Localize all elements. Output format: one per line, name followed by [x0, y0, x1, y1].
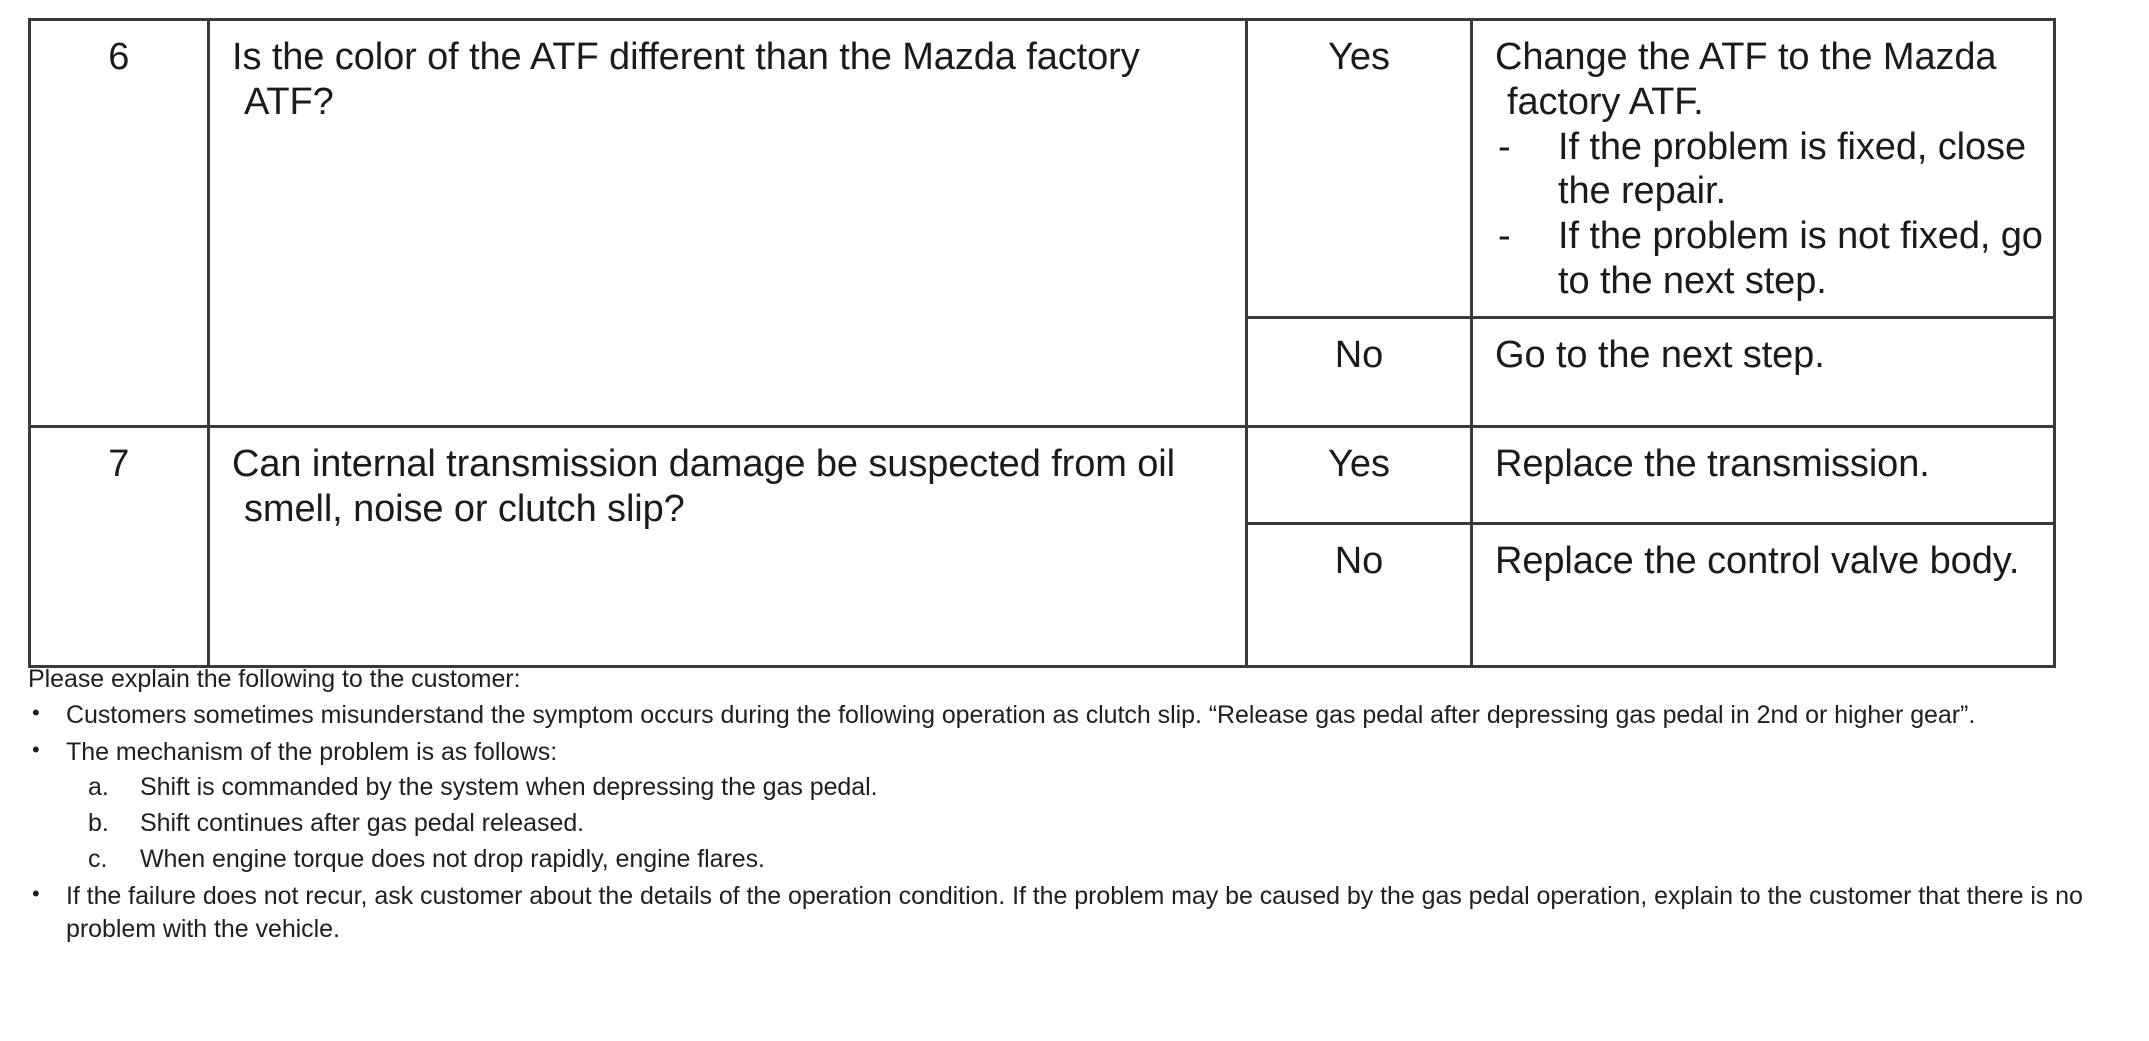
list-item: • Customers sometimes misunderstand the …: [28, 699, 2118, 732]
bullet-icon: •: [32, 700, 40, 726]
list-marker: b.: [88, 809, 109, 837]
action-text: Change the ATF to the Mazda factory ATF.…: [1473, 21, 2053, 316]
notes-bullet-list: • Customers sometimes misunderstand the …: [28, 699, 2118, 946]
answer-label: Yes: [1328, 36, 1390, 78]
step-number: 7: [108, 442, 130, 485]
list-marker: a.: [88, 772, 109, 801]
action-sub-item-text: If the problem is fixed, close the repai…: [1558, 125, 2026, 213]
action-lead-text: Replace the transmission.: [1495, 442, 1930, 485]
list-item-text: Shift is commanded by the system when de…: [140, 772, 878, 801]
table-row: No Replace the control valve body.: [30, 521, 2056, 668]
action-sub-list: - If the problem is fixed, close the rep…: [1495, 125, 2043, 304]
list-item: c. When engine torque does not drop rapi…: [66, 843, 2118, 876]
action-text: Go to the next step.: [1473, 319, 2053, 425]
action-cell-yes: Replace the transmission.: [1470, 424, 2056, 525]
answer-label: No: [1334, 333, 1384, 376]
list-item: b. Shift continues after gas pedal relea…: [66, 807, 2118, 840]
question-text: Can internal transmission damage be susp…: [232, 442, 1175, 530]
question-cell: Is the color of the ATF different than t…: [207, 18, 1248, 428]
step-number-cell: 6: [28, 18, 210, 428]
list-item-text: Shift continues after gas pedal released…: [140, 809, 585, 837]
action-lead-text: Replace the control valve body.: [1495, 539, 2020, 582]
action-sub-item: - If the problem is fixed, close the rep…: [1495, 125, 2043, 215]
list-item: a. Shift is commanded by the system when…: [66, 771, 2118, 804]
action-sub-item-text: If the problem is not fixed, go to the n…: [1558, 215, 2043, 303]
table-row: No Go to the next step.: [30, 315, 2056, 428]
action-text: Replace the control valve body.: [1473, 525, 2053, 665]
list-item-text: The mechanism of the problem is as follo…: [66, 737, 558, 766]
answer-cell-no: No: [1245, 315, 1473, 428]
answer-label: No: [1334, 539, 1384, 582]
customer-explanation-notes: Please explain the following to the cust…: [28, 663, 2118, 949]
notes-alpha-list: a. Shift is commanded by the system when…: [66, 771, 2118, 877]
table-row: 7 Can internal transmission damage be su…: [28, 424, 2056, 668]
table-row: 6 Is the color of the ATF different than…: [28, 18, 2056, 428]
action-lead-text: Change the ATF to the Mazda factory ATF.: [1495, 36, 1997, 123]
question-text: Is the color of the ATF different than t…: [232, 36, 1140, 123]
action-sub-item: - If the problem is not fixed, go to the…: [1495, 214, 2043, 304]
action-cell-yes: Change the ATF to the Mazda factory ATF.…: [1470, 18, 2056, 319]
list-item-text: When engine torque does not drop rapidly…: [140, 845, 765, 874]
answer-label: Yes: [1328, 442, 1390, 485]
action-text: Replace the transmission.: [1473, 428, 2053, 522]
answer-cell-no: No: [1245, 521, 1473, 668]
answer-cell-yes: Yes: [1245, 424, 1473, 525]
bullet-icon: •: [32, 736, 40, 762]
list-item-text: If the failure does not recur, ask custo…: [66, 881, 2083, 943]
action-cell-no: Go to the next step.: [1470, 315, 2056, 428]
bullet-icon: •: [32, 880, 40, 906]
dash-icon: -: [1498, 215, 1511, 258]
notes-intro: Please explain the following to the cust…: [28, 665, 521, 693]
list-marker: c.: [88, 845, 108, 874]
step-number: 6: [108, 36, 130, 78]
dash-icon: -: [1498, 125, 1511, 168]
action-cell-no: Replace the control valve body.: [1470, 521, 2056, 668]
question-cell: Can internal transmission damage be susp…: [207, 424, 1248, 668]
answer-cell-yes: Yes: [1245, 18, 1473, 319]
list-item-text: Customers sometimes misunderstand the sy…: [66, 701, 1976, 730]
action-lead-text: Go to the next step.: [1495, 333, 1825, 376]
step-number-cell: 7: [28, 424, 210, 668]
list-item: • The mechanism of the problem is as fol…: [28, 736, 2118, 877]
list-item: • If the failure does not recur, ask cus…: [28, 880, 2118, 947]
troubleshooting-table: 6 Is the color of the ATF different than…: [28, 18, 2056, 668]
